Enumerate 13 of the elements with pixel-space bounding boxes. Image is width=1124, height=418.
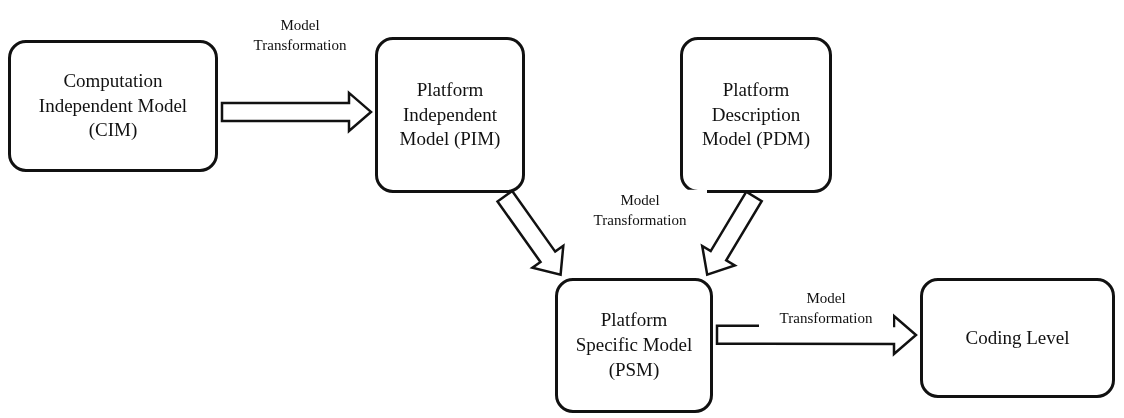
block-arrow: [700, 190, 764, 277]
node-label: Platform Specific Model (PSM): [574, 308, 694, 382]
node-label: Coding Level: [965, 325, 1070, 350]
model-box: [555, 278, 713, 413]
node-label: Platform Independent Model (PIM): [398, 77, 502, 152]
node-label: Platform Description Model (PDM): [700, 77, 812, 152]
node-label: Computation Independent Model (CIM): [37, 68, 189, 143]
model-box: [375, 37, 525, 193]
model-box: [8, 40, 218, 172]
model-box: [680, 37, 832, 193]
block-arrow: [495, 189, 565, 277]
model-box: [920, 278, 1115, 398]
block-arrow: [220, 90, 373, 134]
